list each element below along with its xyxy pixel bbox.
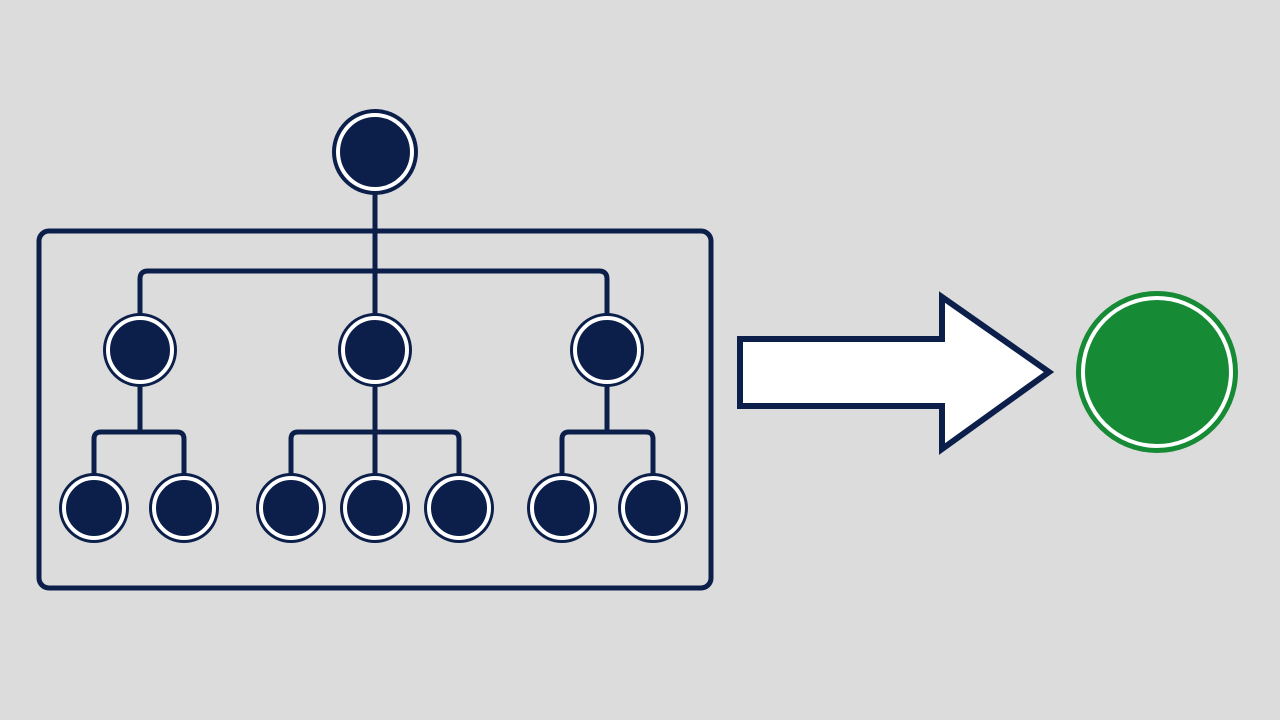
transform-arrow xyxy=(737,291,1055,455)
right-branch-connector xyxy=(559,383,656,479)
level-one-connector xyxy=(137,268,610,320)
middle-leaf-3 xyxy=(424,473,494,543)
tree-connectors xyxy=(91,191,656,479)
left-branch-node xyxy=(103,313,177,387)
right-branch-node xyxy=(570,313,644,387)
middle-branch-connector xyxy=(288,383,462,479)
middle-leaf-2 xyxy=(340,473,410,543)
left-branch-connector xyxy=(91,383,187,479)
middle-leaf-1 xyxy=(256,473,326,543)
left-leaf-2 xyxy=(149,473,219,543)
tree-nodes xyxy=(59,109,688,543)
result-node xyxy=(1076,291,1238,453)
right-leaf-1 xyxy=(527,473,597,543)
right-leaf-2 xyxy=(618,473,688,543)
root-node xyxy=(332,109,418,195)
middle-branch-node xyxy=(338,313,412,387)
left-leaf-1 xyxy=(59,473,129,543)
